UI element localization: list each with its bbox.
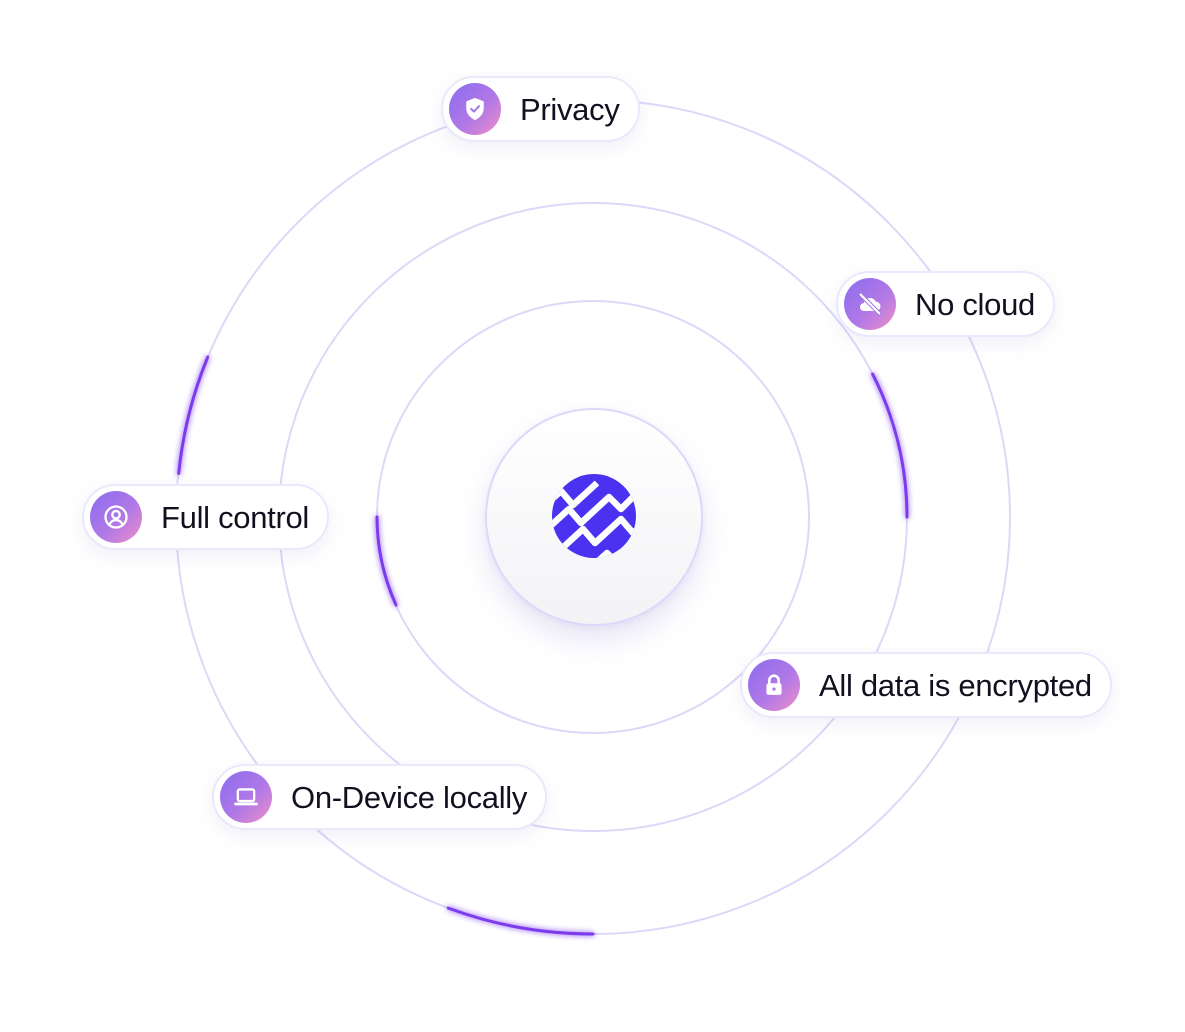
laptop-icon [220, 771, 272, 823]
cloud-off-icon [844, 278, 896, 330]
lock-icon [748, 659, 800, 711]
accent-arc-inner-left [375, 515, 398, 607]
feature-pill-no-cloud: No cloud [836, 271, 1055, 337]
feature-label: All data is encrypted [819, 667, 1092, 703]
accent-arc-outer-bottom [446, 906, 595, 936]
feature-label: No cloud [915, 286, 1035, 322]
feature-label: On-Device locally [291, 779, 528, 815]
feature-pill-privacy: Privacy [441, 76, 640, 142]
accent-arc-middle-right [871, 372, 909, 519]
accent-arc-outer-left [177, 355, 210, 475]
feature-label: Full control [161, 499, 310, 535]
feature-pill-encrypted: All data is encrypted [740, 652, 1112, 718]
feature-label: Privacy [520, 91, 620, 127]
shield-check-icon [449, 83, 501, 135]
striped-circle-logo-icon [552, 474, 636, 558]
feature-pill-on-device: On-Device locally [212, 764, 548, 830]
feature-pill-full-control: Full control [82, 484, 330, 550]
user-circle-icon [90, 491, 142, 543]
